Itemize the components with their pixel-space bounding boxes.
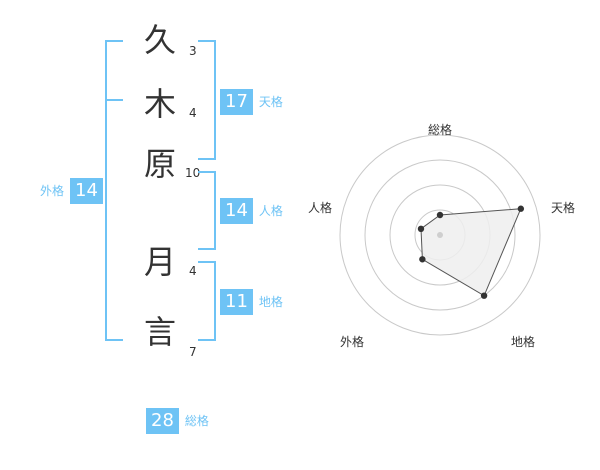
radar-point-3 xyxy=(419,256,426,263)
jinkaku-label: 人格 xyxy=(258,204,283,218)
radar-point-0 xyxy=(436,211,444,219)
jinkaku-value-badge: 14 xyxy=(220,198,253,224)
radar-center-dot xyxy=(437,232,443,238)
soukaku-value-badge: 28 xyxy=(146,408,179,434)
soukaku-group: 28 総格 xyxy=(146,408,209,434)
stroke-count-2: 4 xyxy=(189,106,197,120)
stroke-count-4: 4 xyxy=(189,264,197,278)
gaikaku-bracket-inner-tick xyxy=(105,99,123,101)
tenkaku-bracket xyxy=(198,40,216,160)
name-char-3: 原 xyxy=(143,145,176,183)
tenkaku-label: 天格 xyxy=(258,95,283,109)
radar-axis-label-soukaku: 総格 xyxy=(428,123,453,137)
radar-data-points xyxy=(417,205,525,299)
radar-point-4 xyxy=(417,225,425,233)
name-char-5: 言 xyxy=(143,313,176,351)
name-char-4: 月 xyxy=(143,243,176,281)
chikaku-group: 11 地格 xyxy=(220,289,283,315)
gaikaku-value-badge: 14 xyxy=(70,178,103,204)
stroke-count-1: 3 xyxy=(189,44,197,58)
jinkaku-group: 14 人格 xyxy=(220,198,283,224)
radar-axis-label-tenkaku: 天格 xyxy=(551,201,576,215)
chikaku-label: 地格 xyxy=(258,295,283,309)
jinkaku-bracket xyxy=(198,171,216,250)
radar-point-2 xyxy=(480,292,488,299)
tenkaku-value-badge: 17 xyxy=(220,89,253,115)
radar-axis-label-jinkaku: 人格 xyxy=(308,201,333,215)
fortune-radar-chart xyxy=(339,134,541,336)
chikaku-value-badge: 11 xyxy=(220,289,253,315)
stroke-count-3: 10 xyxy=(185,166,201,180)
name-char-2: 木 xyxy=(143,85,176,123)
chikaku-bracket xyxy=(198,261,216,341)
radar-point-1 xyxy=(517,205,525,212)
radar-ring-3 xyxy=(364,159,516,311)
radar-axis-label-chikaku: 地格 xyxy=(511,335,536,349)
gaikaku-group: 外格 14 xyxy=(40,178,103,204)
radar-polygon xyxy=(420,208,522,297)
radar-ring-4 xyxy=(339,134,541,336)
name-char-1: 久 xyxy=(143,21,176,59)
tenkaku-group: 17 天格 xyxy=(220,89,283,115)
soukaku-label: 総格 xyxy=(184,414,209,428)
stroke-count-5: 7 xyxy=(189,345,197,359)
radar-axis-label-gaikaku: 外格 xyxy=(340,335,365,349)
gaikaku-bracket xyxy=(105,40,123,341)
radar-data-shape xyxy=(420,208,522,297)
gaikaku-label: 外格 xyxy=(40,184,65,198)
